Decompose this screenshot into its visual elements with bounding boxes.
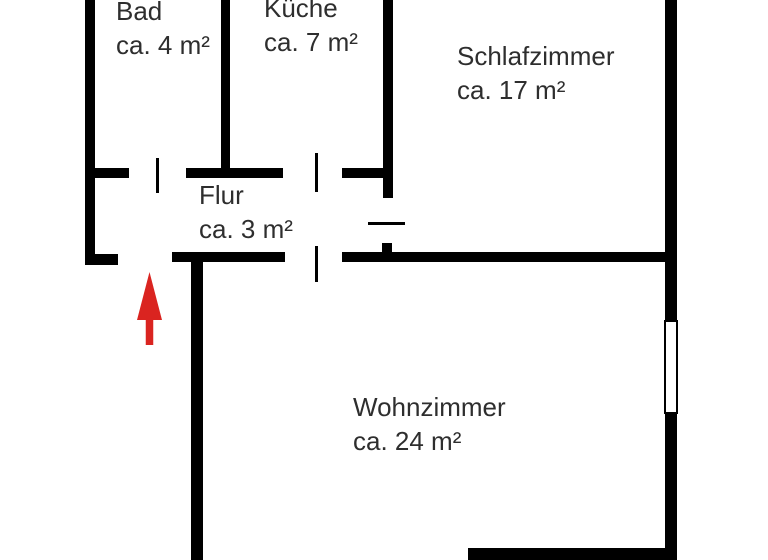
wall-flur-bottom [172, 252, 285, 262]
wall-flur-top-middle [186, 168, 283, 178]
room-name: Wohnzimmer [353, 392, 506, 422]
room-label-flur: Flur ca. 3 m² [199, 178, 293, 246]
room-name: Küche [264, 0, 338, 23]
room-label-kueche: Küche ca. 7 m² [264, 0, 358, 59]
wall-wohnzimmer-top [342, 252, 677, 262]
room-area: ca. 17 m² [457, 75, 566, 105]
wall-wohnzimmer-left [191, 252, 203, 560]
room-label-wohnzimmer: Wohnzimmer ca. 24 m² [353, 390, 506, 458]
room-label-schlafzimmer: Schlafzimmer ca. 17 m² [457, 39, 614, 107]
room-name: Bad [116, 0, 163, 26]
room-area: ca. 24 m² [353, 426, 462, 456]
wall-exterior-left [85, 0, 95, 265]
wall-kueche-schlafzimmer [383, 0, 393, 198]
wohnzimmer-door-mark [315, 246, 318, 282]
room-area: ca. 3 m² [199, 214, 293, 244]
wall-schlafzimmer-door-stub [382, 243, 392, 253]
entrance-arrow-stem [145, 319, 154, 345]
wall-exterior-right-lower [665, 412, 677, 560]
kueche-door-mark [315, 153, 318, 192]
entrance-arrow-icon [137, 272, 162, 345]
room-name: Flur [199, 180, 244, 210]
room-area: ca. 7 m² [264, 27, 358, 57]
wall-flur-top-right [342, 168, 393, 178]
room-name: Schlafzimmer [457, 41, 615, 71]
wall-bad-kueche-divider [221, 0, 230, 178]
window [664, 320, 678, 414]
entrance-arrow-head [137, 272, 162, 320]
wall-exterior-bottom [468, 548, 677, 560]
wall-flur-top-left [85, 168, 129, 178]
room-area: ca. 4 m² [116, 30, 210, 60]
room-label-bad: Bad ca. 4 m² [116, 0, 210, 62]
schlafzimmer-door-mark [368, 222, 405, 225]
wall-entrance-stub-left [85, 254, 118, 265]
bad-door-mark [156, 158, 159, 193]
wall-exterior-right-upper [665, 0, 677, 322]
